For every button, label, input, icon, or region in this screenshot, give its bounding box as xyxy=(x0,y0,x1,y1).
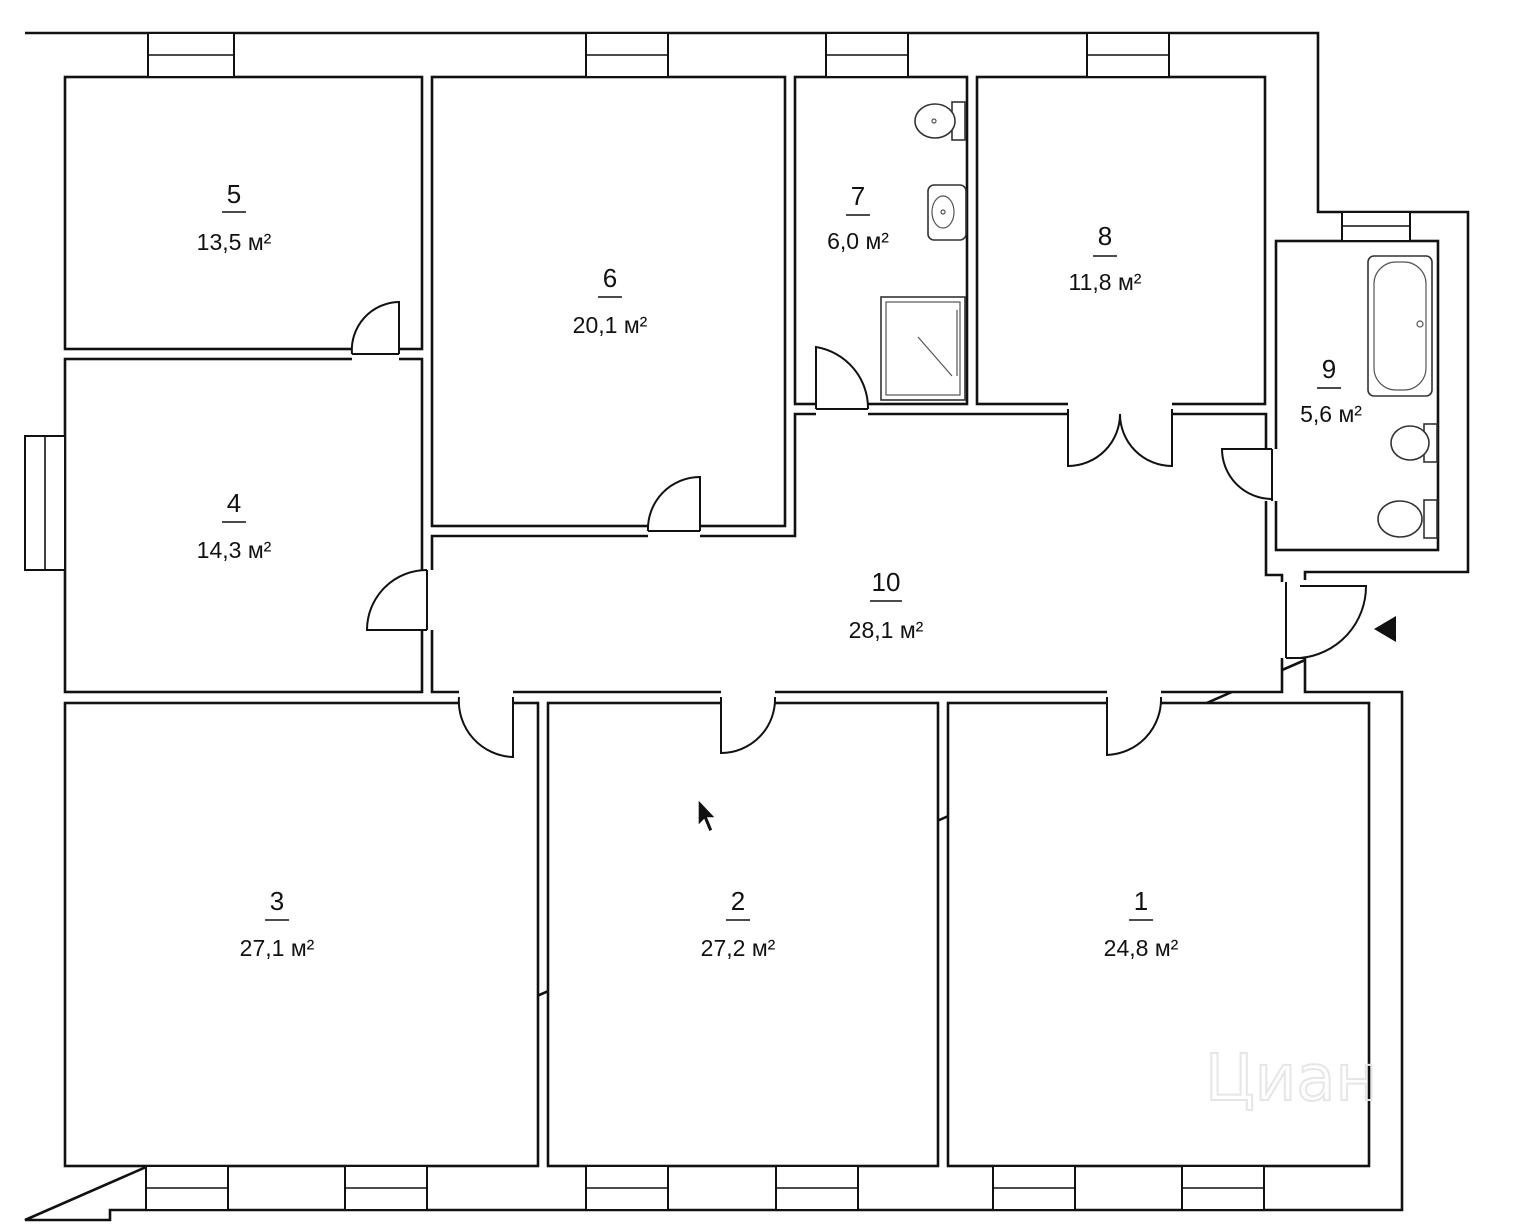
svg-text:9: 9 xyxy=(1322,354,1336,384)
svg-text:10: 10 xyxy=(872,567,901,597)
windows xyxy=(24,32,1411,1211)
room-6-outline xyxy=(430,75,787,528)
svg-text:14,3 м²: 14,3 м² xyxy=(197,537,272,563)
room-5-label: 5 13,5 м² xyxy=(197,179,272,255)
room-4-outline xyxy=(63,357,424,694)
room-5-outline xyxy=(63,75,424,351)
shower-icon xyxy=(880,296,966,401)
room-3-label: 3 27,1 м² xyxy=(240,886,315,961)
room-7-label: 7 6,0 м² xyxy=(827,181,889,254)
svg-text:7: 7 xyxy=(851,181,865,211)
room-10-label: 10 28,1 м² xyxy=(849,567,924,643)
svg-text:1: 1 xyxy=(1134,886,1148,916)
room-8-label: 8 11,8 м² xyxy=(1069,221,1142,295)
svg-text:24,8 м²: 24,8 м² xyxy=(1104,935,1179,961)
triangle-left-icon xyxy=(1374,616,1396,642)
sink-icon xyxy=(927,184,967,241)
svg-text:13,5 м²: 13,5 м² xyxy=(197,229,272,255)
svg-text:5: 5 xyxy=(227,179,241,209)
room-1-label: 1 24,8 м² xyxy=(1104,886,1179,961)
room-10-outline xyxy=(430,412,1284,694)
room-8-outline xyxy=(975,75,1267,406)
bidet-icon xyxy=(1377,499,1438,539)
svg-text:11,8 м²: 11,8 м² xyxy=(1069,269,1142,295)
room-6-label: 6 20,1 м² xyxy=(573,263,648,338)
room-2-outline xyxy=(546,701,940,1168)
room-1-outline xyxy=(946,701,1371,1168)
mouse-pointer-icon xyxy=(697,797,718,833)
outer-wall xyxy=(24,31,1470,1222)
svg-text:28,1 м²: 28,1 м² xyxy=(849,617,924,643)
svg-text:4: 4 xyxy=(227,488,241,518)
toilet-icon xyxy=(1390,423,1438,463)
toilet-icon xyxy=(914,101,966,141)
svg-text:5,6 м²: 5,6 м² xyxy=(1300,401,1362,427)
room-2-label: 2 27,2 м² xyxy=(701,886,776,961)
room-3-outline xyxy=(63,701,540,1168)
doors xyxy=(350,300,1368,759)
svg-text:27,1 м²: 27,1 м² xyxy=(240,935,315,961)
svg-text:3: 3 xyxy=(270,886,284,916)
svg-text:8: 8 xyxy=(1098,221,1112,251)
room-9-label: 9 5,6 м² xyxy=(1300,354,1362,427)
svg-text:20,1 м²: 20,1 м² xyxy=(573,312,648,338)
svg-text:27,2 м²: 27,2 м² xyxy=(701,935,776,961)
svg-text:6: 6 xyxy=(603,263,617,293)
bathtub-icon xyxy=(1367,255,1433,397)
room-4-label: 4 14,3 м² xyxy=(197,488,272,563)
svg-text:6,0 м²: 6,0 м² xyxy=(827,228,889,254)
watermark: Циан xyxy=(1205,1042,1377,1116)
svg-text:2: 2 xyxy=(731,886,745,916)
